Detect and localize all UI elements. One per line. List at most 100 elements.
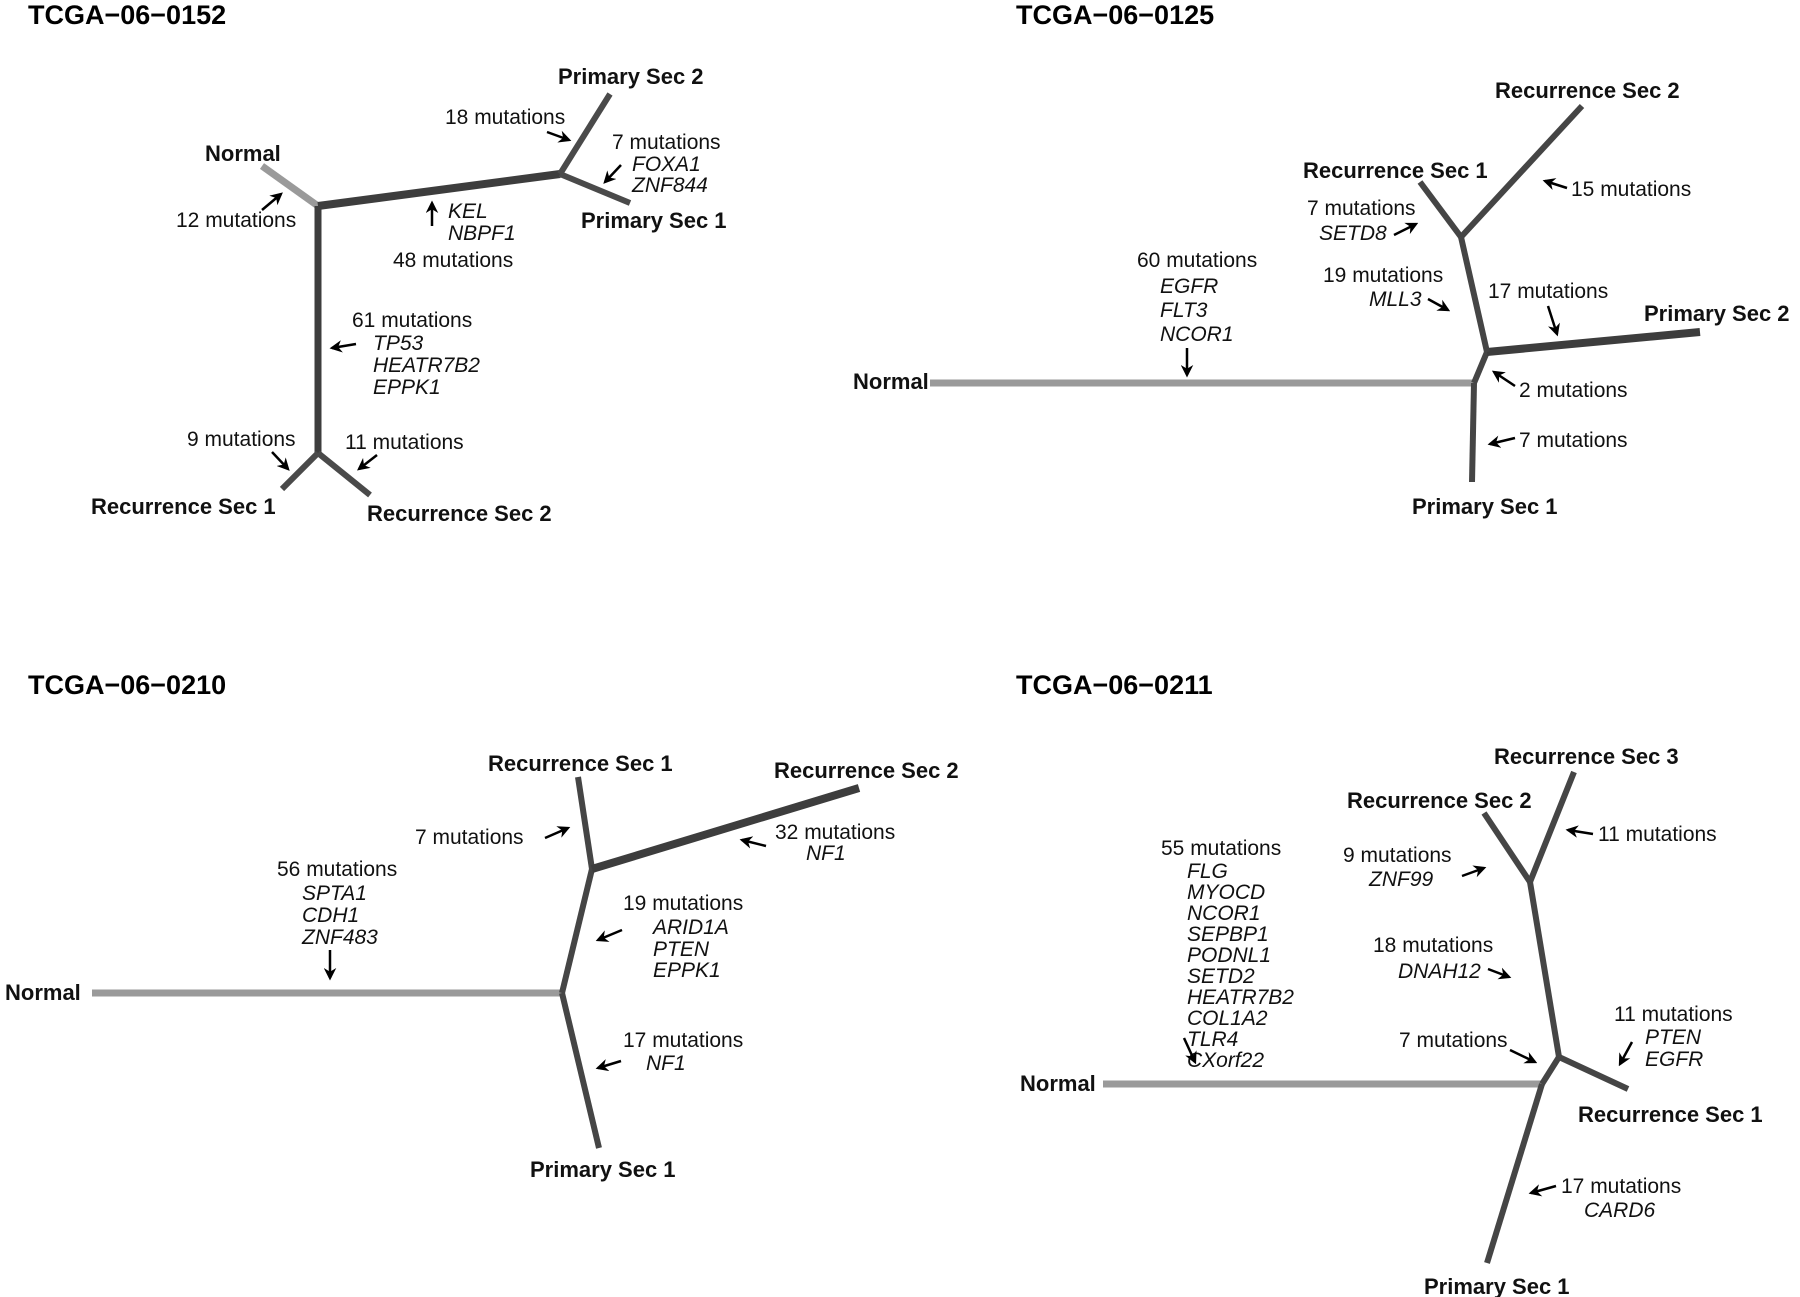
mutation-count-recurrence-trunk: 7 mutations	[1399, 1029, 1508, 1052]
arrow-icon	[1565, 825, 1594, 838]
tree-0211: Normal Recurrence Sec 3 Recurrence Sec 2…	[1020, 744, 1763, 1297]
gene-egfr: EGFR	[1160, 275, 1218, 298]
branch-primary-trunk	[317, 170, 561, 210]
arrow-icon	[1393, 222, 1419, 237]
node-label-recurrence-sec-2: Recurrence Sec 2	[1495, 78, 1680, 103]
arrow-icon	[595, 1059, 622, 1072]
arrow-icon	[739, 836, 767, 849]
branch-normal	[259, 163, 321, 209]
branch-recurrence-sec-2	[316, 450, 372, 498]
mutation-count-root: 56 mutations	[277, 858, 397, 881]
branch-recurrence-sec-2	[590, 784, 861, 873]
branch-recurrence-sec-2	[1458, 103, 1585, 240]
branch-recurrence-sec-2	[1481, 811, 1533, 884]
gene-egfr: EGFR	[1645, 1048, 1703, 1071]
gene-flg: FLG	[1187, 860, 1228, 883]
mutation-count-primary-sec-1: 17 mutations	[1561, 1175, 1681, 1198]
gene-eppk1: EPPK1	[373, 376, 441, 399]
mutation-count-primary-sec-2: 17 mutations	[1488, 280, 1608, 303]
node-label-normal: Normal	[1020, 1071, 1096, 1096]
mutation-count-primary-sec-2: 18 mutations	[445, 106, 565, 129]
gene-card6: CARD6	[1584, 1199, 1656, 1222]
branch-recurrence-23-trunk	[1527, 881, 1562, 1058]
arrow-icon	[1182, 1037, 1197, 1065]
arrow-icon	[595, 928, 623, 942]
gene-heatr7b2: HEATR7B2	[1187, 986, 1294, 1009]
branch-primary-sec-1	[1469, 382, 1477, 483]
arrow-icon	[546, 130, 572, 143]
mutation-count-recurrence-sec-1: 7 mutations	[415, 826, 524, 849]
branch-primary-sec-2	[557, 92, 613, 176]
branch-recurrence-trunk	[1539, 1055, 1562, 1086]
node-label-recurrence-sec-1: Recurrence Sec 1	[1303, 158, 1488, 183]
arrow-icon	[1618, 1041, 1634, 1067]
gene-foxa1: FOXA1	[632, 153, 701, 176]
arrow-icon	[1546, 305, 1560, 337]
node-label-recurrence-sec-1: Recurrence Sec 1	[1578, 1102, 1763, 1127]
node-label-recurrence-sec-1: Recurrence Sec 1	[91, 494, 276, 519]
node-label-primary-sec-1: Primary Sec 1	[530, 1157, 676, 1182]
branch-inner	[1471, 350, 1490, 385]
node-label-normal: Normal	[853, 369, 929, 394]
arrow-icon	[1509, 1048, 1538, 1064]
gene-setd8: SETD8	[1319, 222, 1387, 245]
gene-kel: KEL	[448, 200, 488, 223]
panel-title-0211: TCGA−06−0211	[1016, 670, 1213, 700]
branch-primary-sec-1	[559, 992, 602, 1149]
tree-0210: Normal Recurrence Sec 1 Recurrence Sec 2…	[5, 751, 959, 1182]
gene-pten: PTEN	[653, 938, 710, 961]
arrow-icon	[271, 451, 290, 471]
node-label-recurrence-sec-2: Recurrence Sec 2	[1347, 788, 1532, 813]
panel-title-0210: TCGA−06−0210	[28, 670, 227, 700]
gene-ncor1: NCOR1	[1160, 323, 1234, 346]
branch-recurrence-trunk	[559, 868, 595, 994]
mutation-count-recurrence-sec-3: 11 mutations	[1598, 823, 1717, 846]
gene-cxorf22: CXorf22	[1187, 1049, 1264, 1072]
branch-primary-sec-1	[558, 171, 632, 206]
mutation-count-inner: 2 mutations	[1519, 379, 1628, 402]
branch-recurrence-sec-1	[1417, 180, 1464, 239]
mutation-count-recurrence-trunk: 19 mutations	[1323, 264, 1443, 287]
gene-ncor1: NCOR1	[1187, 902, 1261, 925]
node-label-primary-sec-2: Primary Sec 2	[558, 64, 704, 89]
node-label-primary-sec-1: Primary Sec 1	[1412, 494, 1558, 519]
arrow-icon	[1427, 297, 1451, 312]
mutation-count-primary-sec-1: 17 mutations	[623, 1029, 743, 1052]
node-label-primary-sec-1: Primary Sec 1	[1424, 1274, 1570, 1297]
mutation-count-root: 60 mutations	[1137, 249, 1257, 272]
node-label-primary-sec-2: Primary Sec 2	[1644, 301, 1790, 326]
branch-recurrence-sec-1	[575, 776, 595, 870]
arrow-icon	[603, 164, 622, 184]
tree-0125: Normal Recurrence Sec 2 Recurrence Sec 1…	[853, 78, 1790, 519]
gene-eppk1: EPPK1	[653, 959, 721, 982]
mutation-count-recurrence-sec-1: 7 mutations	[1307, 197, 1416, 220]
branch-primary-sec-1	[1484, 1083, 1545, 1264]
gene-spta1: SPTA1	[302, 882, 367, 905]
mutation-count-recurrence-23-trunk: 18 mutations	[1373, 934, 1493, 957]
gene-tlr4: TLR4	[1187, 1028, 1238, 1051]
arrow-icon	[544, 826, 571, 840]
mutation-count-recurrence-sec-2: 32 mutations	[775, 821, 895, 844]
node-label-recurrence-sec-2: Recurrence Sec 2	[774, 758, 959, 783]
mutation-count-recurrence-trunk: 19 mutations	[623, 892, 743, 915]
mutation-count-primary-sec-1: 7 mutations	[612, 131, 721, 154]
mutation-count-root: 55 mutations	[1161, 837, 1281, 860]
branch-recurrence-trunk	[1458, 236, 1490, 353]
arrow-icon	[1528, 1184, 1557, 1197]
arrow-icon	[1461, 865, 1487, 878]
branch-primary-sec-2	[1486, 328, 1701, 356]
gene-setd2: SETD2	[1187, 965, 1255, 988]
gene-dnah12: DNAH12	[1398, 960, 1481, 983]
arrow-icon	[1542, 178, 1568, 190]
gene-nf1-primary: NF1	[646, 1052, 686, 1075]
arrow-icon	[1487, 967, 1512, 980]
node-label-recurrence-sec-1: Recurrence Sec 1	[488, 751, 673, 776]
branch-recurrence-sec-3	[1527, 770, 1577, 884]
arrow-icon	[261, 192, 283, 211]
gene-sepbp1: SEPBP1	[1187, 923, 1269, 946]
gene-nbpf1: NBPF1	[448, 222, 516, 245]
node-label-recurrence-sec-2: Recurrence Sec 2	[367, 501, 552, 526]
gene-znf99: ZNF99	[1368, 868, 1434, 891]
branch-recurrence-sec-1	[279, 450, 321, 492]
